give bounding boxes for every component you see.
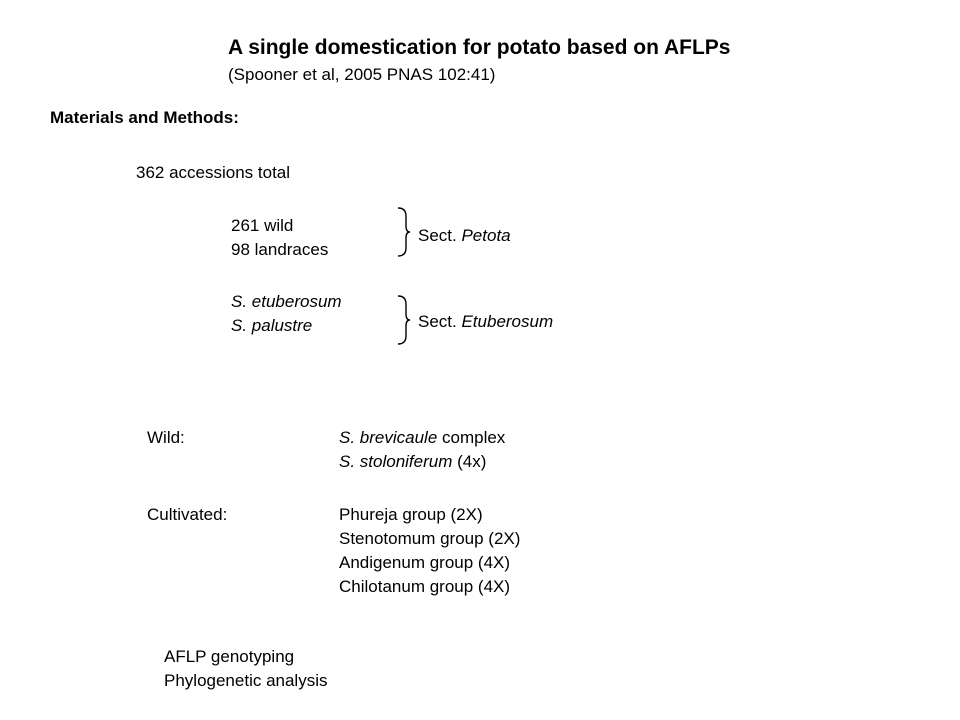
list-item: AFLP genotyping xyxy=(164,647,295,666)
list-item: 261 wild xyxy=(231,216,294,235)
cultivated-group-list: Phureja group (2X) Stenotomum group (2X)… xyxy=(339,503,520,599)
species-note: complex xyxy=(437,428,506,447)
accessions-total: 362 accessions total xyxy=(136,163,291,182)
species-note: (4x) xyxy=(452,452,487,471)
list-item: Chilotanum group (4X) xyxy=(339,577,511,596)
right-brace-icon xyxy=(397,207,411,257)
etuberosum-species-list: S. etuberosum S. palustre xyxy=(231,290,342,338)
methods-list: AFLP genotyping Phylogenetic analysis xyxy=(164,645,327,693)
wild-label: Wild: xyxy=(147,428,185,447)
list-item: Phylogenetic analysis xyxy=(164,671,328,690)
section-heading: Materials and Methods: xyxy=(50,108,239,127)
list-item: Phureja group (2X) xyxy=(339,505,483,524)
cultivated-label: Cultivated: xyxy=(147,505,228,524)
citation: (Spooner et al, 2005 PNAS 102:41) xyxy=(228,65,496,84)
right-brace-icon xyxy=(397,295,411,345)
list-item: Andigenum group (4X) xyxy=(339,553,511,572)
slide-title: A single domestication for potato based … xyxy=(228,36,731,59)
section-petota-label: Sect. Petota xyxy=(418,224,511,248)
list-item: S. etuberosum xyxy=(231,292,342,311)
species-name: S. brevicaule xyxy=(339,428,438,447)
petota-accession-list: 261 wild 98 landraces xyxy=(231,214,328,262)
species-name: S. stoloniferum xyxy=(339,452,453,471)
section-prefix: Sect. xyxy=(418,312,462,331)
list-item: S. stoloniferum (4x) xyxy=(339,450,505,474)
section-name: Etuberosum xyxy=(461,312,554,331)
section-etuberosum-label: Sect. Etuberosum xyxy=(418,310,553,334)
list-item: S. brevicaule complex xyxy=(339,426,505,450)
list-item: 98 landraces xyxy=(231,240,329,259)
list-item: S. palustre xyxy=(231,316,313,335)
section-prefix: Sect. xyxy=(418,226,462,245)
section-name: Petota xyxy=(461,226,511,245)
list-item: Stenotomum group (2X) xyxy=(339,529,521,548)
wild-species-list: S. brevicaule complex S. stoloniferum (4… xyxy=(339,426,505,474)
